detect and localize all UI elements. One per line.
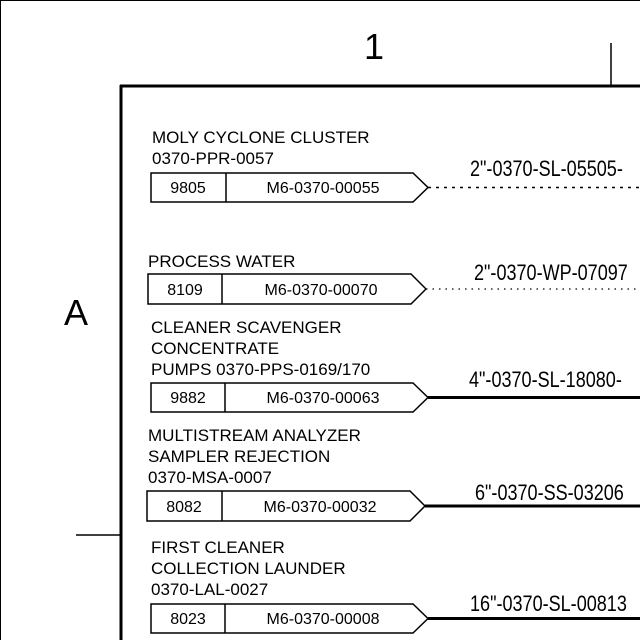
connector-number: 9882 (170, 390, 206, 407)
line-tag: 6"-0370-SS-03206 (475, 480, 624, 505)
connection-title-line: MOLY CYCLONE CLUSTER (152, 128, 370, 147)
connection-title-line: 0370-MSA-0007 (148, 468, 272, 487)
zone-row-label: A (64, 292, 89, 333)
offpage-connector-arrow (150, 172, 430, 203)
connector-drawing-ref: M6-0370-00063 (267, 390, 380, 407)
line-tag: 2"-0370-WP-07097 (474, 260, 628, 285)
offpage-connector-arrow (147, 273, 428, 305)
connector-number: 8023 (170, 611, 206, 628)
offpage-connector-arrow (150, 382, 430, 413)
connector-number: 8082 (166, 499, 202, 516)
connector-drawing-ref: M6-0370-00008 (267, 611, 380, 628)
offpage-connector-arrow (146, 490, 427, 522)
connection-title: FIRST CLEANER COLLECTION LAUNDER 0370-LA… (151, 537, 346, 600)
connection-title-line: 0370-LAL-0027 (151, 580, 269, 599)
connection-title: MULTISTREAM ANALYZER SAMPLER REJECTION 0… (148, 425, 361, 488)
connection-title-line: SAMPLER REJECTION (148, 447, 331, 466)
connector-drawing-ref: M6-0370-00070 (265, 282, 378, 299)
line-tag: 4"-0370-SL-18080- (469, 367, 622, 392)
connection-title: PROCESS WATER (148, 251, 295, 272)
connection-title-line: PROCESS WATER (148, 252, 296, 271)
connection-title-line: CLEANER SCAVENGER (151, 318, 342, 337)
connector-number: 8109 (167, 282, 203, 299)
connection-title-line: CONCENTRATE (151, 339, 280, 358)
connection-title-line: PUMPS 0370-PPS-0169/170 (151, 360, 371, 379)
zone-column-label: 1 (364, 26, 385, 67)
line-tag: 16"-0370-SL-00813 (470, 591, 627, 616)
connection-title-line: FIRST CLEANER (151, 538, 285, 557)
connection-title-line: 0370-PPR-0057 (152, 149, 274, 168)
connector-number: 9805 (170, 180, 206, 197)
connection-title: CLEANER SCAVENGER CONCENTRATE PUMPS 0370… (151, 317, 370, 380)
offpage-connector-arrow (150, 603, 430, 634)
connection-title: MOLY CYCLONE CLUSTER 0370-PPR-0057 (152, 127, 370, 169)
connector-drawing-ref: M6-0370-00055 (267, 180, 380, 197)
connector-drawing-ref: M6-0370-00032 (264, 499, 377, 516)
connection-title-line: MULTISTREAM ANALYZER (148, 426, 361, 445)
line-tag: 2"-0370-SL-05505- (470, 156, 623, 181)
connection-title-line: COLLECTION LAUNDER (151, 559, 346, 578)
